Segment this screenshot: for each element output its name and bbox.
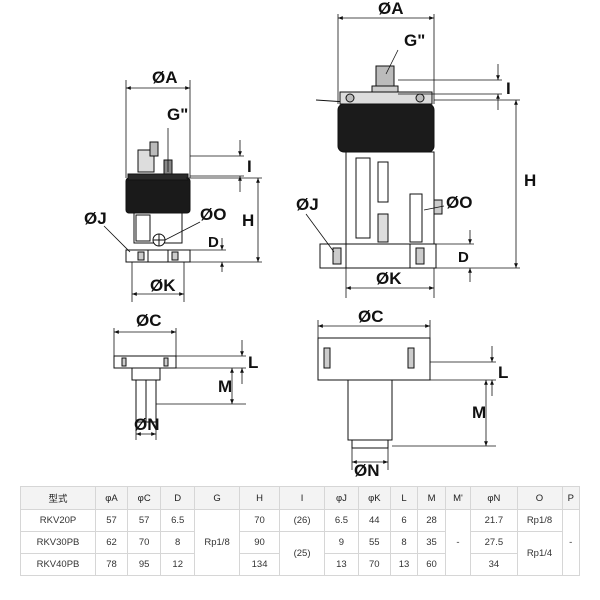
cell-h: 134 — [239, 553, 281, 576]
cell-j: 9 — [324, 531, 359, 554]
small-phi-a-label: ØA — [152, 68, 178, 87]
cell-k: 70 — [357, 553, 391, 576]
cell-i: (26) — [279, 509, 326, 532]
header-d: D — [160, 486, 196, 510]
table-row: RKV30PB 62 70 8 90 (25) 9 55 8 35 27.5 R… — [20, 531, 580, 576]
cell-j: 6.5 — [324, 509, 359, 532]
header-h: H — [239, 486, 281, 510]
cell-n: 34 — [470, 553, 518, 576]
table-header-row: 型式 φA φC D G H I φJ φK L M M' φN O P — [20, 486, 580, 510]
cell-model: RKV40PB — [20, 553, 96, 576]
header-j: φJ — [324, 486, 359, 510]
cell-h: 70 — [239, 509, 281, 532]
header-i: I — [279, 486, 326, 510]
small-m-label: M — [218, 377, 232, 396]
cell-j: 13 — [324, 553, 359, 576]
header-c: φC — [127, 486, 162, 510]
header-m-prime: M' — [444, 486, 472, 510]
small-d-label: D — [208, 234, 219, 251]
cell-l: 8 — [389, 531, 419, 554]
technical-drawing: ØA G" I H ØJ ØO D ØK — [84, 0, 536, 478]
cell-a: 78 — [94, 553, 129, 576]
small-i-label: I — [247, 157, 252, 176]
cell-m: 35 — [417, 531, 446, 554]
large-phi-k-label: ØK — [376, 269, 402, 288]
cell-l: 13 — [389, 553, 419, 576]
header-a: φA — [94, 486, 129, 510]
large-phi-n-label: ØN — [354, 461, 380, 478]
cell-k: 55 — [357, 531, 391, 554]
cell-m: 60 — [417, 553, 446, 576]
header-o: O — [516, 486, 563, 510]
small-phi-j-label: ØJ — [84, 209, 107, 228]
cell-g: Rp1/8 — [194, 509, 241, 576]
cell-c: 95 — [127, 553, 162, 576]
small-phi-o-label: ØO — [200, 205, 226, 224]
cell-o: Rp1/8 — [516, 509, 563, 532]
large-phi-j-label: ØJ — [296, 195, 319, 214]
large-phi-o-label: ØO — [446, 193, 472, 212]
cell-l: 6 — [389, 509, 419, 532]
cell-n: 21.7 — [470, 509, 518, 532]
large-l-label: L — [498, 363, 508, 382]
cell-i: (25) — [279, 531, 326, 576]
small-phi-k-label: ØK — [150, 276, 176, 295]
small-phi-c-label: ØC — [136, 311, 162, 330]
large-d-label: D — [458, 249, 469, 266]
small-valve-side-view — [125, 141, 191, 263]
cell-d: 8 — [160, 531, 196, 554]
cell-a: 57 — [94, 509, 129, 532]
small-g-port-label: G" — [167, 105, 188, 124]
cell-o: Rp1/4 — [516, 531, 563, 576]
cell-m-prime: - — [444, 509, 472, 576]
large-g-port-label: G" — [404, 31, 425, 50]
large-valve-side-view — [315, 65, 443, 269]
large-phi-c-label: ØC — [358, 307, 384, 326]
cell-model: RKV20P — [20, 509, 96, 532]
large-flange-bottom-view — [317, 337, 431, 449]
header-k: φK — [357, 486, 391, 510]
header-g: G — [194, 486, 241, 510]
header-l: L — [389, 486, 419, 510]
large-i-label: I — [506, 79, 511, 98]
header-p: P — [561, 486, 580, 510]
spec-table: 型式 φA φC D G H I φJ φK L M M' φN O P RKV… — [20, 486, 580, 576]
header-n: φN — [470, 486, 518, 510]
header-model: 型式 — [20, 486, 96, 510]
cell-n: 27.5 — [470, 531, 518, 554]
small-h-label: H — [242, 211, 254, 230]
cell-c: 70 — [127, 531, 162, 554]
large-h-label: H — [524, 171, 536, 190]
cell-d: 12 — [160, 553, 196, 576]
small-l-label: L — [248, 353, 258, 372]
small-phi-n-label: ØN — [134, 415, 160, 434]
cell-k: 44 — [357, 509, 391, 532]
cell-h: 90 — [239, 531, 281, 554]
header-m: M — [417, 486, 446, 510]
cell-model: RKV30PB — [20, 531, 96, 554]
cell-c: 57 — [127, 509, 162, 532]
table-row: RKV20P 57 57 6.5 Rp1/8 70 (26) 6.5 44 6 … — [20, 509, 580, 576]
table-row: RKV40PB 78 95 12 134 13 70 13 60 34 — [20, 553, 580, 576]
small-flange-bottom-view — [113, 355, 177, 423]
large-m-label: M — [472, 403, 486, 422]
cell-d: 6.5 — [160, 509, 196, 532]
cell-p: - — [561, 509, 580, 576]
cell-m: 28 — [417, 509, 446, 532]
large-phi-a-label: ØA — [378, 0, 404, 18]
cell-a: 62 — [94, 531, 129, 554]
